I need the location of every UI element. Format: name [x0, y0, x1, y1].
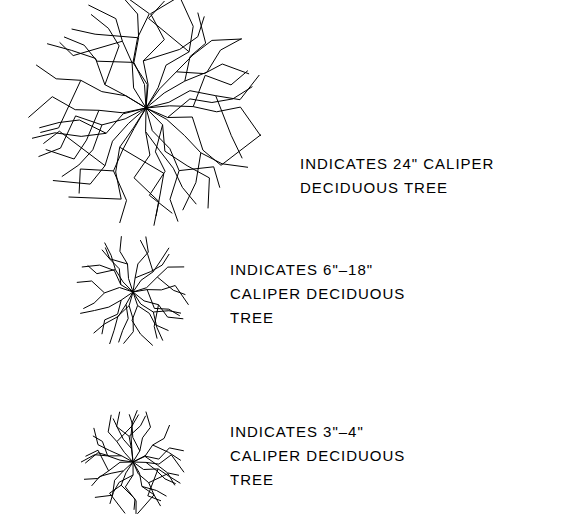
branch-stroke — [153, 445, 181, 460]
branch-stroke — [146, 108, 209, 208]
branch-stroke — [117, 414, 133, 441]
branch-stroke — [149, 474, 175, 486]
branch-stroke — [143, 0, 181, 108]
branch-stroke — [36, 65, 146, 108]
branch-stroke — [28, 97, 146, 118]
branch-stroke — [120, 236, 133, 292]
branch-stroke — [72, 29, 138, 38]
branch-stroke — [69, 108, 147, 199]
branch-stroke — [105, 243, 133, 292]
branch-stroke — [185, 13, 206, 82]
branch-stroke — [134, 108, 159, 226]
branch-stroke — [146, 75, 259, 108]
branch-stroke — [53, 108, 146, 184]
branch-stroke — [133, 425, 170, 462]
branch-stroke — [153, 311, 181, 314]
branch-stroke — [133, 237, 148, 293]
branch-stroke — [39, 108, 147, 157]
branch-stroke — [81, 455, 133, 462]
branch-stroke — [79, 169, 113, 194]
branch-stroke — [40, 80, 81, 132]
legend-text: INDICATES 24" CALIPER DECIDUOUS TREE — [300, 152, 570, 200]
branch-stroke — [149, 1, 190, 52]
branch-stroke — [149, 125, 172, 214]
medium-tree-symbol — [77, 236, 189, 345]
branch-stroke — [145, 456, 180, 475]
branch-stroke — [183, 153, 201, 210]
branch-stroke — [132, 415, 140, 451]
legend-text: INDICATES 3"–4" CALIPER DECIDUOUS TREE — [230, 420, 420, 492]
branch-stroke — [135, 254, 169, 278]
branch-stroke — [47, 44, 146, 108]
branch-stroke — [133, 292, 183, 319]
branch-stroke — [85, 453, 121, 464]
legend-text: INDICATES 6"–18" CALIPER DECIDUOUS TREE — [230, 258, 420, 330]
branch-stroke — [133, 448, 184, 462]
branch-stroke — [64, 37, 134, 63]
branch-stroke — [133, 292, 163, 341]
branch-stroke — [138, 306, 169, 331]
branch-stroke — [80, 292, 133, 313]
branch-stroke — [146, 0, 193, 108]
branch-stroke — [120, 147, 164, 216]
small-tree-symbol — [81, 410, 184, 514]
branch-stroke — [105, 248, 127, 265]
branch-stroke — [179, 167, 220, 188]
branch-stroke — [43, 131, 105, 166]
branch-stroke — [132, 292, 153, 346]
branch-stroke — [120, 0, 149, 108]
branch-stroke — [133, 267, 184, 292]
branch-stroke — [133, 248, 169, 292]
branch-stroke — [157, 277, 185, 295]
branch-stroke — [146, 132, 197, 205]
large-tree-symbol — [28, 0, 261, 226]
branch-stroke — [121, 485, 135, 510]
branch-stroke — [168, 87, 253, 118]
branch-stroke — [146, 462, 176, 483]
branch-stroke — [146, 108, 179, 222]
branch-stroke — [140, 240, 153, 272]
branch-stroke — [133, 286, 189, 305]
branch-stroke — [82, 265, 133, 292]
branch-stroke — [83, 293, 104, 309]
branch-stroke — [133, 412, 151, 462]
branch-stroke — [119, 0, 146, 108]
branch-stroke — [84, 462, 133, 479]
branch-stroke — [94, 428, 133, 462]
branch-stroke — [46, 110, 99, 159]
branch-stroke — [88, 5, 146, 108]
branch-stroke — [216, 96, 243, 159]
branch-stroke — [113, 419, 132, 450]
branch-stroke — [114, 108, 147, 223]
branch-stroke — [154, 305, 158, 339]
branch-stroke — [117, 412, 133, 462]
branch-stroke — [88, 266, 116, 274]
branch-stroke — [119, 304, 129, 342]
